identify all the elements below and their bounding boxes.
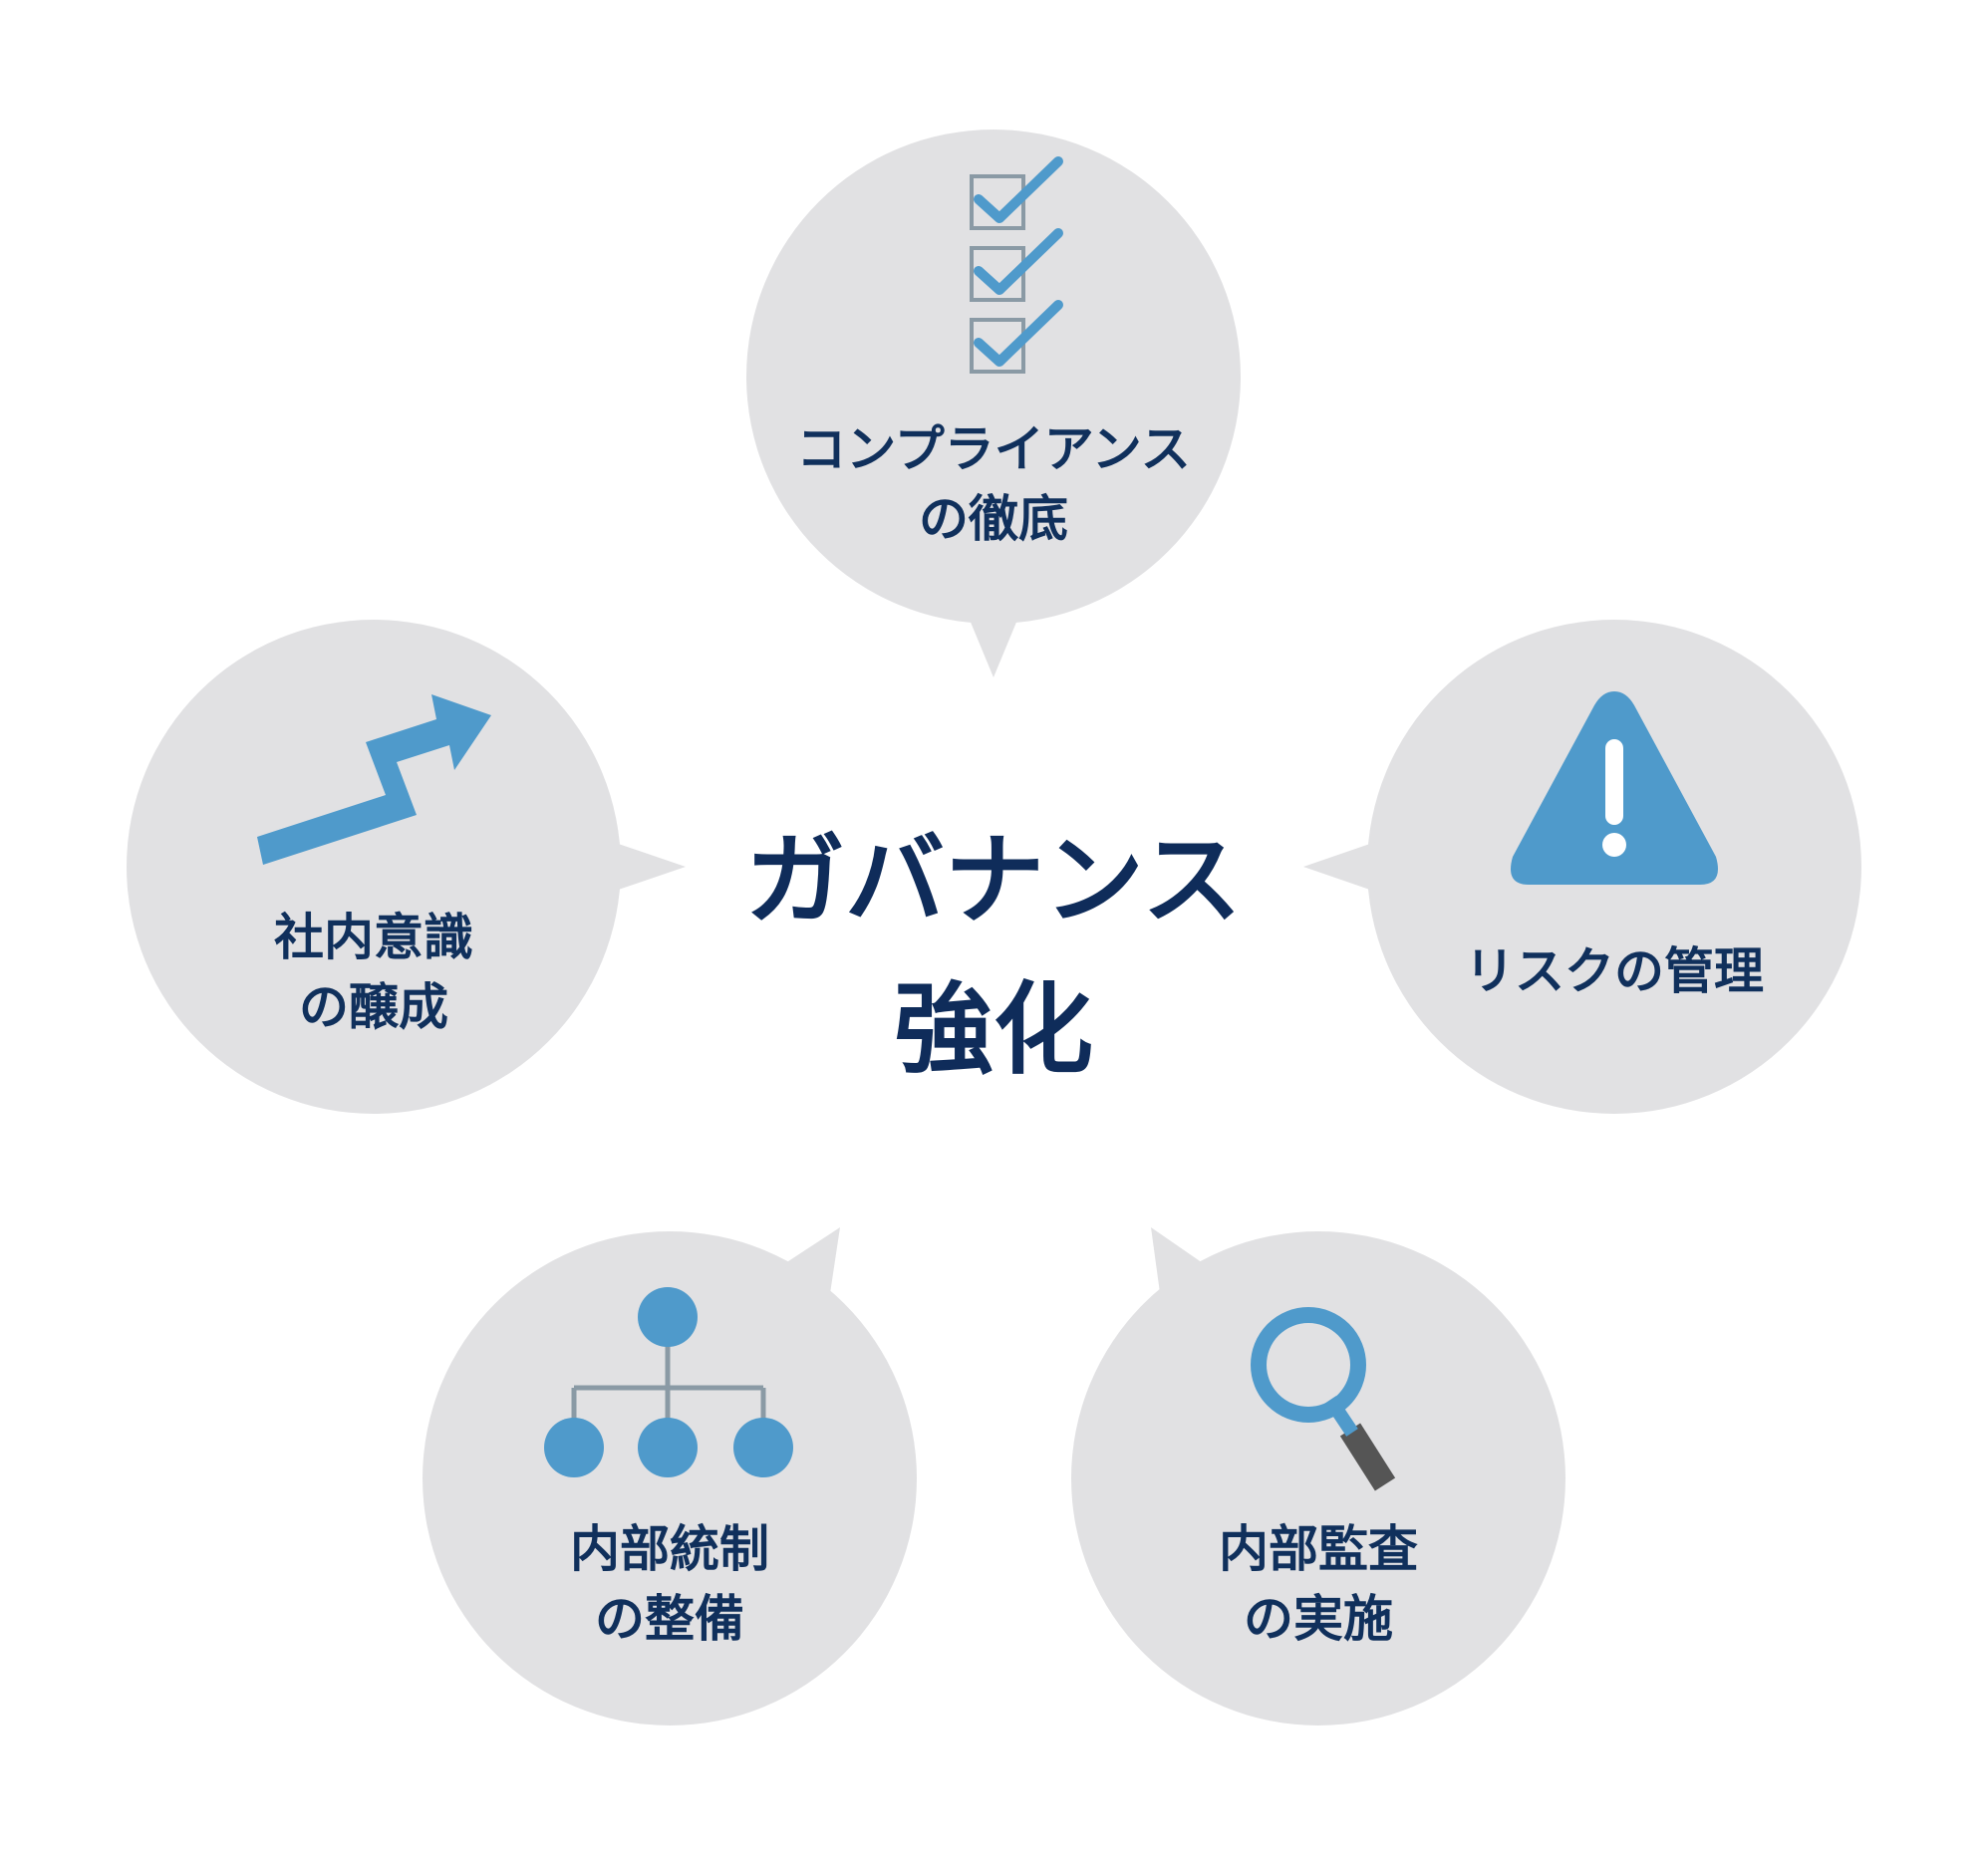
compliance-label-line1: コンプライアンス: [796, 420, 1191, 478]
bubble-control: 内部統制 の整備: [423, 1227, 917, 1725]
bubble-awareness-circle: [127, 620, 621, 1114]
warning-triangle-icon: [1511, 691, 1718, 885]
bubble-risk-tail: [1303, 837, 1390, 897]
audit-label-line2: の実施: [1244, 1590, 1393, 1648]
bubble-compliance-circle: [746, 130, 1241, 624]
center-title: ガバナンス 強化: [745, 822, 1242, 1088]
control-label-line2: の整備: [595, 1590, 744, 1648]
audit-label-line1: 内部監査: [1219, 1520, 1418, 1578]
org-chart-icon: [544, 1287, 793, 1477]
bubble-risk: リスクの管理: [1303, 620, 1861, 1114]
center-title-line2: 強化: [894, 971, 1093, 1088]
checklist-icon: [970, 156, 1063, 374]
risk-label-line1: リスクの管理: [1465, 942, 1764, 1000]
magnifier-icon: [1251, 1307, 1396, 1491]
bubble-audit-circle: [1071, 1231, 1565, 1725]
rising-arrow-icon: [257, 694, 491, 865]
control-label-line1: 内部統制: [570, 1520, 769, 1578]
bubble-control-circle: [423, 1231, 917, 1725]
awareness-label-line2: の醸成: [299, 978, 448, 1036]
bubble-audit-tail: [1151, 1227, 1206, 1300]
center-title-line1: ガバナンス: [745, 822, 1242, 938]
bubble-audit: 内部監査 の実施: [1071, 1227, 1565, 1725]
bubble-compliance: コンプライアンス の徹底: [746, 130, 1241, 677]
compliance-label-line2: の徹底: [919, 490, 1068, 548]
bubble-compliance-tail: [965, 608, 1022, 677]
awareness-label-line1: 社内意識: [274, 909, 473, 966]
bubble-awareness: 社内意識 の醸成: [127, 620, 686, 1114]
bubble-awareness-tail: [598, 837, 686, 897]
bubble-control-tail: [782, 1227, 840, 1300]
